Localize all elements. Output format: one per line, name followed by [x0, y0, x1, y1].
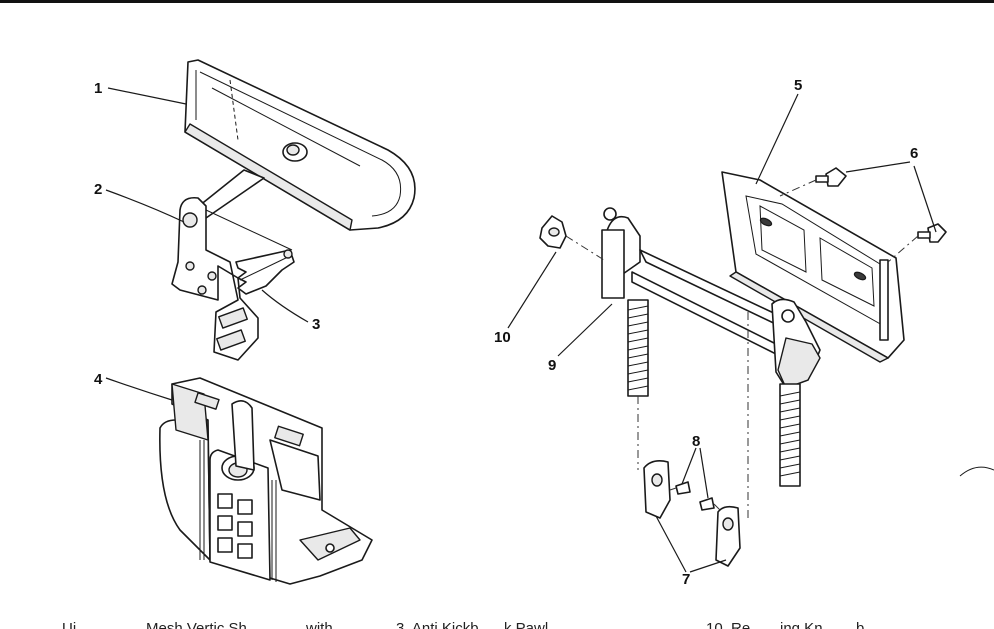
- part-9-fence-frame: [601, 207, 821, 520]
- legend-strip-cut: Ui Mesh Vertic Sh with 3. Anti Kickb k P…: [0, 617, 994, 629]
- part-3-pawl: [235, 249, 295, 295]
- callout-2: 2: [94, 181, 102, 198]
- legend-fragment-1: Ui: [62, 620, 77, 629]
- callout-10: 10: [494, 329, 511, 346]
- callout-8: 8: [692, 433, 700, 450]
- legend-fragment-3: with: [306, 620, 333, 629]
- legend-fragment-4: 3. Anti Kickb: [396, 620, 479, 629]
- callout-9: 9: [548, 357, 556, 374]
- part-2-riving-bracket: [171, 169, 293, 361]
- legend-fragment-8: b: [856, 620, 865, 629]
- legend-fragment-7: ing Kn: [780, 620, 823, 629]
- part-10-locking-knob: [539, 215, 605, 261]
- part-4-mounting-base: [159, 377, 373, 585]
- part-5-fence-plate: [721, 171, 905, 363]
- part-8-clamp-screws: [669, 481, 721, 511]
- callout-5: 5: [794, 77, 802, 94]
- part-1-blade-guard: [184, 59, 416, 231]
- callout-1: 1: [94, 80, 102, 97]
- callout-3: 3: [312, 316, 320, 333]
- top-border-line: [0, 0, 994, 3]
- legend-fragment-5: k Pawl: [504, 620, 549, 629]
- part-6-thumb-screws: [779, 167, 947, 263]
- callout-6: 6: [910, 145, 918, 162]
- leader-lines: [105, 87, 937, 573]
- legend-fragment-6: 10. Re: [706, 620, 751, 629]
- page-edge-curl: [959, 466, 994, 477]
- part-7-clamp-pads: [643, 460, 741, 567]
- legend-fragment-2: Mesh Vertic Sh: [146, 620, 247, 629]
- callout-7: 7: [682, 571, 690, 588]
- callout-4: 4: [94, 371, 103, 388]
